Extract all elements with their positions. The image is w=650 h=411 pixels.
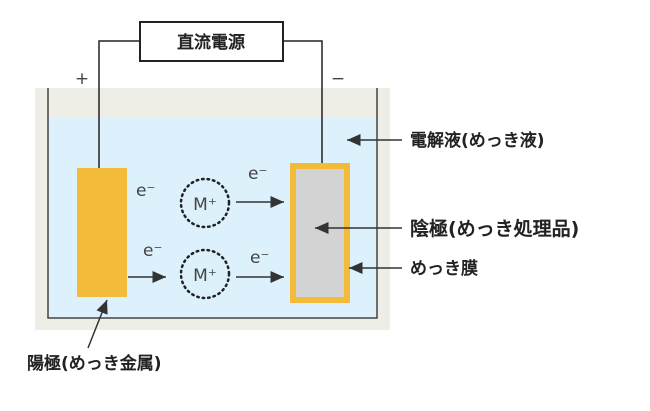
power-supply-label: 直流電源 bbox=[177, 32, 245, 53]
electron-1: e⁻ bbox=[136, 181, 155, 201]
arrow-anode bbox=[87, 299, 108, 349]
plus-sign: + bbox=[75, 69, 89, 89]
power-supply-box: 直流電源 bbox=[139, 21, 284, 62]
plating-film-label: めっき膜 bbox=[410, 258, 478, 279]
electron-4: e⁻ bbox=[250, 248, 269, 268]
tank-outline bbox=[47, 88, 378, 319]
wire-positive bbox=[98, 40, 140, 168]
wire-negative bbox=[283, 40, 323, 168]
svg-text:M⁺: M⁺ bbox=[193, 266, 217, 286]
metal-ion-1: M⁺ bbox=[179, 177, 231, 229]
svg-text:M⁺: M⁺ bbox=[193, 195, 217, 215]
electrolyte-label: 電解液(めっき液) bbox=[410, 130, 545, 151]
anode-label: 陽極(めっき金属) bbox=[27, 353, 162, 374]
cathode-label: 陰極(めっき処理品) bbox=[410, 217, 579, 240]
electron-3: e⁻ bbox=[143, 241, 162, 261]
cathode-plate bbox=[296, 169, 344, 297]
metal-ion-2: M⁺ bbox=[179, 248, 231, 300]
anode-plate bbox=[77, 168, 127, 297]
minus-sign: − bbox=[331, 69, 345, 89]
electron-2: e⁻ bbox=[248, 164, 267, 184]
